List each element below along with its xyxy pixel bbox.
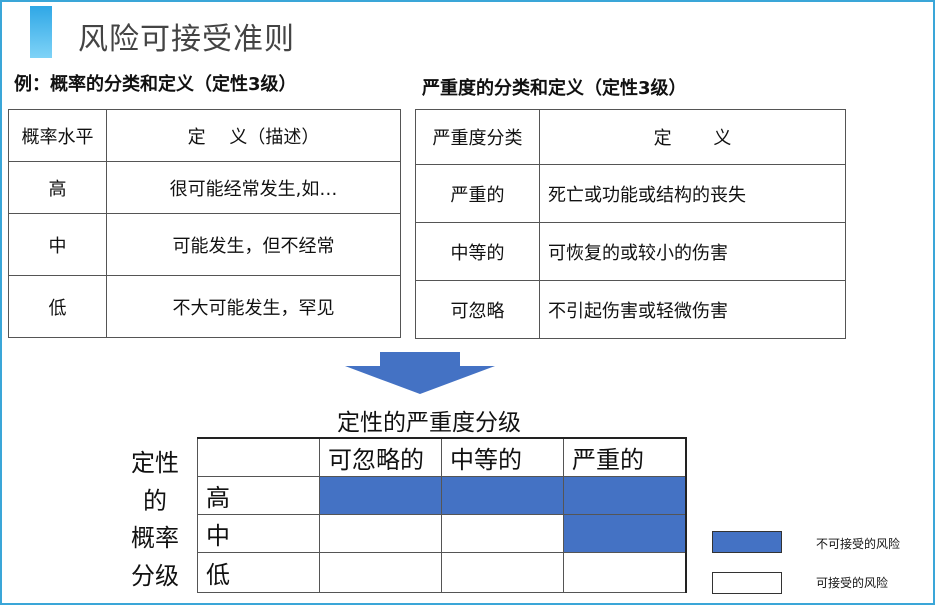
table-row: 严重的 死亡或功能或结构的丧失 xyxy=(415,164,846,223)
table-row: 中等的 可恢复的或较小的伤害 xyxy=(415,222,846,281)
risk-matrix: 可忽略的 中等的 严重的 高 中 低 xyxy=(197,437,687,593)
severity-cell: 可忽略 xyxy=(415,280,540,339)
definition-cell: 很可能经常发生,如… xyxy=(106,161,401,214)
level-cell: 中 xyxy=(8,213,107,276)
severity-column-header: 中等的 xyxy=(441,437,564,477)
severity-cell: 严重的 xyxy=(415,164,540,223)
risk-cell xyxy=(563,513,687,553)
header-cell: 定 义（描述） xyxy=(106,109,401,162)
matrix-row: 中 xyxy=(197,513,687,553)
risk-cell xyxy=(441,551,564,593)
level-cell: 低 xyxy=(8,275,107,338)
probability-heading: 例：概率的分类和定义（定性3级） xyxy=(14,74,297,95)
legend-unacceptable-label: 不可接受的风险 xyxy=(816,537,901,551)
title-accent-bar xyxy=(30,6,52,58)
probability-row-label: 低 xyxy=(197,551,320,593)
definition-cell: 可能发生，但不经常 xyxy=(106,213,401,276)
table-header-row: 严重度分类 定 义 xyxy=(415,109,846,165)
matrix-row: 高 xyxy=(197,475,687,515)
down-arrow-icon xyxy=(345,352,495,394)
matrix-title: 定性的严重度分级 xyxy=(337,410,521,436)
row-axis-label: 概率 xyxy=(131,524,179,552)
risk-cell xyxy=(563,551,687,593)
legend-acceptable-label: 可接受的风险 xyxy=(816,576,889,590)
definition-cell: 不引起伤害或轻微伤害 xyxy=(539,280,846,339)
matrix-corner-cell xyxy=(197,437,320,477)
row-axis-label: 的 xyxy=(143,487,167,515)
header-cell: 定 义 xyxy=(539,109,846,165)
matrix-row: 低 xyxy=(197,551,687,593)
probability-row-label: 高 xyxy=(197,475,320,515)
risk-cell xyxy=(319,475,442,515)
risk-cell xyxy=(319,513,442,553)
header-cell: 严重度分类 xyxy=(415,109,540,165)
table-row: 低 不大可能发生，罕见 xyxy=(8,275,401,338)
risk-cell xyxy=(441,513,564,553)
matrix-header-row: 可忽略的 中等的 严重的 xyxy=(197,437,687,477)
severity-table: 严重度分类 定 义 严重的 死亡或功能或结构的丧失 中等的 可恢复的或较小的伤害… xyxy=(415,109,846,339)
legend-unacceptable-swatch xyxy=(712,531,782,553)
severity-heading: 严重度的分类和定义（定性3级） xyxy=(422,78,687,99)
definition-cell: 死亡或功能或结构的丧失 xyxy=(539,164,846,223)
level-cell: 高 xyxy=(8,161,107,214)
table-row: 可忽略 不引起伤害或轻微伤害 xyxy=(415,280,846,339)
definition-cell: 可恢复的或较小的伤害 xyxy=(539,222,846,281)
risk-cell xyxy=(563,475,687,515)
risk-cell xyxy=(319,551,442,593)
probability-row-label: 中 xyxy=(197,513,320,553)
severity-column-header: 严重的 xyxy=(563,437,687,477)
header-cell: 概率水平 xyxy=(8,109,107,162)
severity-column-header: 可忽略的 xyxy=(319,437,442,477)
table-header-row: 概率水平 定 义（描述） xyxy=(8,109,401,162)
table-row: 高 很可能经常发生,如… xyxy=(8,161,401,214)
row-axis-label: 分级 xyxy=(131,562,179,590)
legend-acceptable-swatch xyxy=(712,572,782,594)
severity-cell: 中等的 xyxy=(415,222,540,281)
page-title: 风险可接受准则 xyxy=(78,22,295,57)
table-row: 中 可能发生，但不经常 xyxy=(8,213,401,276)
probability-table: 概率水平 定 义（描述） 高 很可能经常发生,如… 中 可能发生，但不经常 低 … xyxy=(8,109,401,338)
row-axis-label: 定性 xyxy=(131,449,179,477)
risk-cell xyxy=(441,475,564,515)
definition-cell: 不大可能发生，罕见 xyxy=(106,275,401,338)
